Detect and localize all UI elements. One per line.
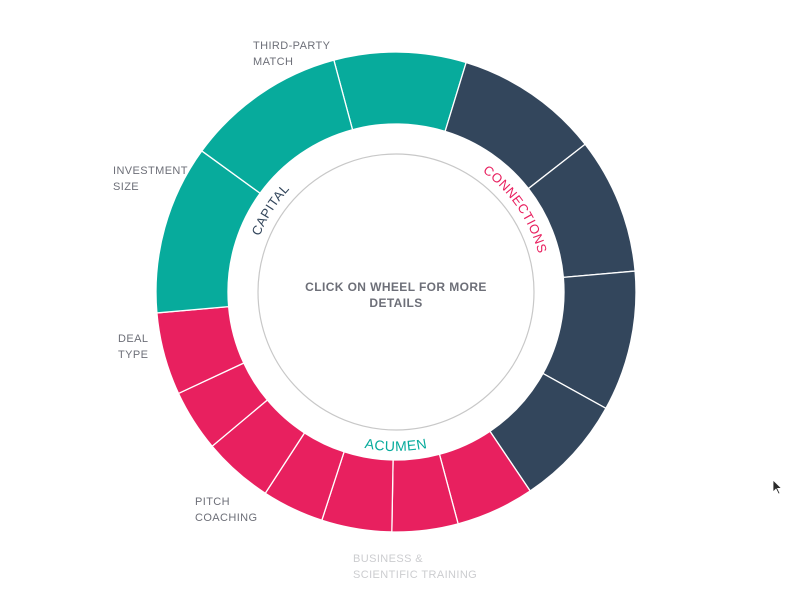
wheel-segment-capital-14[interactable]	[200, 59, 354, 195]
section-label-acumen: ACUMEN	[364, 435, 428, 454]
label-deal-type[interactable]: DEAL TYPE	[118, 333, 149, 361]
label-investment-size[interactable]: INVESTMENT SIZE	[113, 165, 188, 193]
wheel-segments[interactable]	[155, 51, 637, 533]
wheel-segment-capital-1[interactable]	[333, 51, 467, 133]
click-wheel-prompt[interactable]: CLICK ON WHEEL FOR MORE DETAILS	[305, 280, 487, 310]
inner-circle	[257, 153, 535, 431]
label-business-scientific-training[interactable]: BUSINESS & SCIENTIFIC TRAINING	[353, 553, 478, 581]
label-pitch-coaching[interactable]: PITCH COACHING	[195, 496, 258, 524]
label-third-party-match[interactable]: THIRD-PARTY MATCH	[253, 40, 331, 68]
mouse-cursor-icon	[772, 479, 782, 495]
